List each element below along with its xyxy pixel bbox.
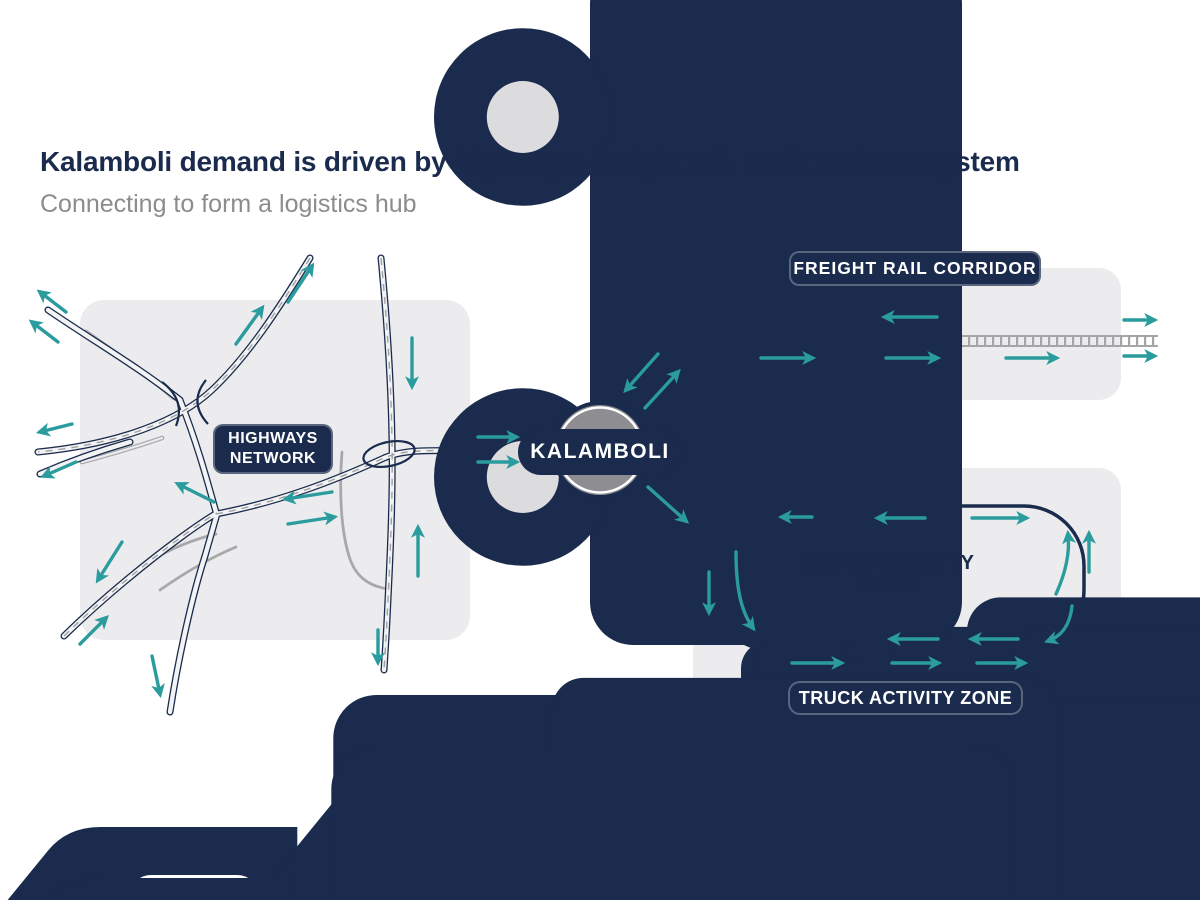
flow-arrow [1054,529,1077,596]
flow-arrow [734,550,756,632]
flow-arrow [286,511,339,526]
flow-arrow [95,540,124,584]
highways-network-label: HIGHWAYS NETWORK [213,424,333,474]
flow-arrow [623,352,660,394]
freight-rail-corridor-label: FREIGHT RAIL CORRIDOR [789,251,1041,286]
flow-arrow [281,490,334,505]
truck-icon [1040,697,1200,900]
flow-arrow [40,460,78,479]
freight-rail-corridor-label-text: FREIGHT RAIL CORRIDOR [793,258,1037,278]
flow-arrow [35,422,74,437]
flow-arrow [1044,604,1074,645]
truck-zone-title-line1: TRUCK ACTIVITY [801,552,975,574]
flow-arrows [28,262,1159,699]
kalamboli-hub-label: KALAMBOLI [518,429,682,475]
flow-arrow [643,368,681,410]
flow-arrow [286,262,315,304]
flow-arrow [78,615,109,646]
kalamboli-hub-label-text: KALAMBOLI [530,440,670,463]
flow-arrow [646,485,690,524]
highways-label-line1: HIGHWAYS [228,430,318,447]
truck-activity-zone-title: TRUCK ACTIVITY ZONE [770,552,1006,597]
flow-arrow [234,304,265,346]
highways-label-line2: NETWORK [229,450,317,467]
truck-activity-zone-label: TRUCK ACTIVITY ZONE [788,681,1023,715]
page-subtitle: Connecting to form a logistics hub [40,190,417,218]
flow-arrow [28,319,60,344]
truck-activity-zone-label-text: TRUCK ACTIVITY ZONE [798,687,1013,708]
truck-icon [434,0,963,645]
flow-arrow [36,289,68,314]
truck-zone-title-line2: ZONE [859,574,917,597]
flow-arrow [150,654,165,699]
page-title: Kalamboli demand is driven by highways, … [40,146,1020,177]
flow-arrow [174,482,216,504]
